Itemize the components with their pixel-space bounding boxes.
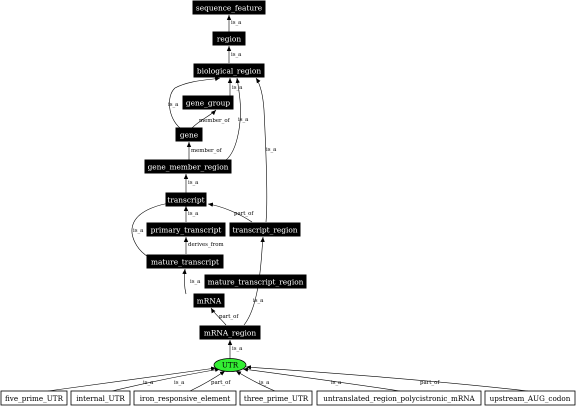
node-label: mRNA_region	[204, 328, 257, 337]
node-untranslated-region-polycistronic-mrna[interactable]: untranslated_region_polycistronic_mRNA	[316, 390, 482, 406]
edge-label-utr-mrna-region: is_a	[232, 346, 243, 352]
edge-iron-responsive-element-to-utr	[189, 370, 226, 392]
edge-label-internal-utr-utr: is_a	[174, 380, 185, 386]
node-label: region	[217, 34, 241, 43]
edge-label-gene-member-region-gene: member_of	[191, 148, 223, 154]
node-mrna-region[interactable]: mRNA_region	[199, 325, 261, 340]
node-label: untranslated_region_polycistronic_mRNA	[323, 394, 475, 403]
edge-gene-member-region-to-biological-region	[225, 77, 241, 161]
node-gene-member-region[interactable]: gene_member_region	[144, 159, 232, 174]
edge-mature-transcript-to-transcript	[131, 201, 173, 259]
edge-label-transcript-region-transcript: part_of	[234, 211, 254, 217]
edge-label-mature-transcript-transcript: is_a	[133, 228, 144, 234]
edge-label-primary-transcript-transcript: is_a	[188, 211, 199, 217]
edge-label-biological-region-region: is_a	[231, 52, 242, 58]
node-utr[interactable]: UTR	[213, 358, 247, 372]
edge-gene-to-biological-region	[169, 76, 221, 129]
edge-transcript-region-to-biological-region	[255, 77, 268, 223]
node-label: sequence_feature	[196, 3, 262, 12]
edge-label-gene-gene-group: member_of	[199, 118, 231, 124]
edge-label-upstream-aug-codon-utr: part_of	[420, 380, 440, 386]
node-label: transcript_region	[232, 225, 297, 234]
edge-label-iron-responsive-element-utr: part_of	[211, 380, 231, 386]
node-gene[interactable]: gene	[175, 127, 203, 142]
node-transcript[interactable]: transcript	[165, 192, 207, 207]
edge-five-prime-utr-to-utr	[47, 366, 217, 392]
edge-internal-utr-to-utr	[111, 367, 221, 392]
edge-label-mature-transcript-primary-transcript: derives_from	[188, 242, 224, 248]
edge-label-mrna-mature-transcript: is_a	[190, 279, 201, 285]
node-label: five_prime_UTR	[5, 394, 64, 403]
node-label: mRNA	[197, 296, 222, 305]
edge-mrna-region-to-mrna	[210, 307, 227, 326]
node-primary-transcript[interactable]: primary_transcript	[146, 222, 226, 237]
edge-label-mrna-region-mrna: part_of	[219, 314, 239, 320]
edge-label-gene-group-biological-region: is_a	[232, 85, 243, 91]
node-label: gene_member_region	[148, 162, 229, 171]
edge-mrna-region-to-transcript-region	[243, 236, 265, 326]
node-label: gene_group	[186, 98, 230, 107]
edge-label-gene-member-region-biological-region: is_a	[238, 117, 249, 123]
edge-label-region-sequence-feature: is_a	[231, 20, 242, 26]
node-biological-region[interactable]: biological_region	[193, 63, 265, 78]
node-mrna[interactable]: mRNA	[193, 293, 225, 308]
node-gene-group[interactable]: gene_group	[182, 95, 234, 110]
node-transcript-region[interactable]: transcript_region	[229, 222, 301, 237]
node-sequence-feature[interactable]: sequence_feature	[192, 0, 266, 15]
node-upstream-aug-codon[interactable]: upstream_AUG_codon	[484, 390, 576, 406]
node-three-prime-utr[interactable]: three_prime_UTR	[239, 390, 313, 406]
edge-label-untranslated-region-polycistronic-mrna-utr: is_a	[331, 380, 342, 386]
edge-mrna-to-mature-transcript	[182, 268, 187, 295]
edge-upstream-aug-codon-to-utr	[245, 365, 529, 392]
node-region[interactable]: region	[212, 31, 246, 46]
node-label: iron_responsive_element	[140, 394, 231, 403]
node-label: biological_region	[197, 66, 262, 75]
edge-three-prime-utr-to-utr	[235, 370, 276, 392]
edge-transcript-region-to-transcript	[207, 202, 253, 223]
edge-label-mrna-region-transcript-region: is_a	[253, 298, 264, 304]
node-label: mature_transcript	[151, 257, 219, 266]
edge-untranslated-region-polycistronic-mrna-to-utr	[242, 367, 401, 392]
edge-label-three-prime-utr-utr: is_a	[259, 380, 270, 386]
node-iron-responsive-element[interactable]: iron_responsive_element	[133, 390, 237, 406]
node-label: UTR	[222, 361, 239, 370]
node-five-prime-utr[interactable]: five_prime_UTR	[0, 390, 68, 406]
node-label: transcript	[167, 195, 204, 204]
node-label: mature_transcript_region	[208, 277, 304, 286]
edge-gene-to-gene-group	[191, 109, 217, 129]
node-label: internal_UTR	[76, 394, 125, 403]
edge-label-gene-biological-region: is_a	[168, 102, 179, 108]
edge-label-transcript-region-biological-region: is_a	[266, 147, 277, 153]
node-mature-transcript-region[interactable]: mature_transcript_region	[204, 274, 307, 289]
node-label: three_prime_UTR	[244, 394, 309, 403]
node-label: primary_transcript	[151, 225, 222, 234]
edge-label-transcript-gene-member-region: is_a	[188, 180, 199, 186]
node-internal-utr[interactable]: internal_UTR	[70, 390, 131, 406]
node-label: upstream_AUG_codon	[490, 394, 571, 403]
node-label: gene	[180, 130, 198, 139]
node-mature-transcript[interactable]: mature_transcript	[146, 254, 224, 269]
